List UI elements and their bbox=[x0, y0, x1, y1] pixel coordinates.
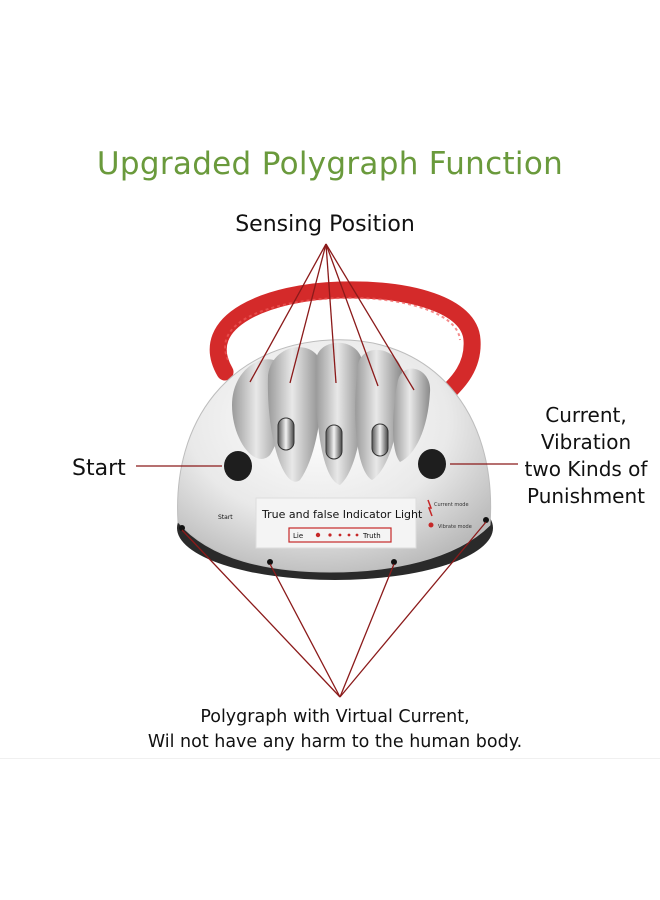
electrode-1 bbox=[277, 417, 295, 451]
punishment-line-1: Current, bbox=[545, 403, 627, 427]
sensing-position-label: Sensing Position bbox=[235, 212, 415, 237]
caption-line-2: Wil not have any harm to the human body. bbox=[147, 732, 523, 752]
mode-button bbox=[418, 449, 446, 479]
start-label: Start bbox=[72, 456, 126, 481]
punishment-line-3: two Kinds of bbox=[524, 457, 648, 481]
finger-groove-5 bbox=[393, 368, 431, 462]
punishment-label: Current, Vibration two Kinds of Punishme… bbox=[518, 402, 654, 510]
lie-label: Lie bbox=[293, 532, 304, 540]
current-mode-text: Current mode bbox=[434, 502, 469, 508]
vibrate-mode-text: Vibrate mode bbox=[438, 524, 472, 530]
start-button bbox=[224, 451, 252, 481]
electrode-3 bbox=[371, 423, 389, 457]
caption-line-1: Polygraph with Virtual Current, bbox=[200, 707, 470, 727]
electrode-2 bbox=[325, 424, 343, 460]
truth-label: Truth bbox=[363, 532, 381, 540]
red-strap bbox=[209, 281, 481, 401]
device-start-text: Start bbox=[218, 514, 233, 521]
indicator-panel bbox=[255, 497, 417, 549]
caption-pointer-lines bbox=[181, 521, 487, 698]
bottom-divider bbox=[0, 758, 660, 759]
finger-groove-4 bbox=[355, 349, 403, 480]
indicator-light-label: True and false Indicator Light bbox=[262, 508, 423, 521]
sensing-pointer-lines bbox=[249, 243, 415, 391]
punishment-line-4: Punishment bbox=[526, 484, 646, 508]
page-title: Upgraded Polygraph Function bbox=[96, 146, 564, 182]
punishment-line-2: Vibration bbox=[540, 430, 632, 454]
bottom-caption: Polygraph with Virtual Current, Wil not … bbox=[0, 705, 660, 755]
lie-truth-box bbox=[288, 527, 392, 543]
